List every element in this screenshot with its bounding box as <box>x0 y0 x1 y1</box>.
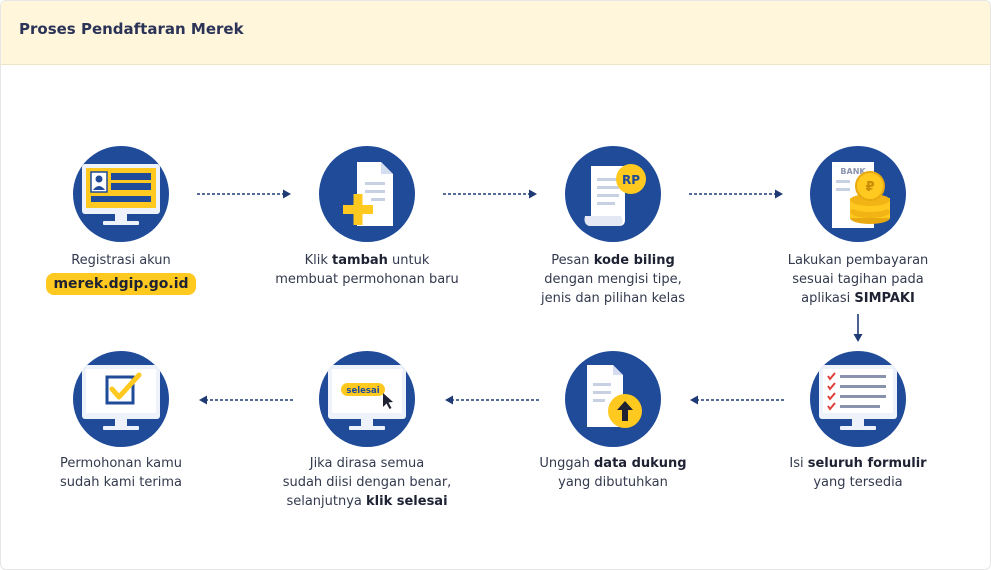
arrow-right-icon <box>443 189 537 199</box>
step-selesai-line2: sudah diisi dengan benar, <box>282 475 452 490</box>
billing-receipt-icon: RP <box>565 146 661 242</box>
step-formulir-line1: Isi seluruh formulir <box>748 454 968 473</box>
step-unggah-label: Unggah data dukung yang dibutuhkan <box>503 454 723 492</box>
add-document-icon <box>319 146 415 242</box>
bank-coins-icon: BANK ₽ <box>810 146 906 242</box>
step-tambah-text-c: untuk <box>387 253 430 268</box>
step-pembayaran-line1: Lakukan pembayaran <box>787 253 929 268</box>
step-pembayaran-line2: sesuai tagihan pada <box>792 272 924 287</box>
rp-badge-text: RP <box>622 173 640 187</box>
step-formulir-line2: yang tersedia <box>813 475 903 490</box>
step-formulir-text-a: Isi <box>789 456 808 471</box>
arrow-left-icon <box>445 395 539 405</box>
step-kode-biling-label: Pesan kode biling dengan mengisi tipe, j… <box>503 251 723 308</box>
arrow-left-icon <box>199 395 293 405</box>
step-pembayaran-line3: aplikasi SIMPAKI <box>748 289 968 308</box>
step-formulir-label: Isi seluruh formulir yang tersedia <box>748 454 968 492</box>
arrow-down-icon <box>853 314 863 342</box>
step-tambah-bold: tambah <box>332 253 388 268</box>
arrow-right-icon <box>197 189 291 199</box>
monitor-checkmark-icon <box>73 351 169 447</box>
step-unggah-text-a: Unggah <box>539 456 594 471</box>
step-kode-biling-line1: Pesan kode biling <box>503 251 723 270</box>
card-header: Proses Pendaftaran Merek <box>1 1 990 65</box>
step-registrasi-text: Registrasi akun <box>71 253 171 268</box>
step-unggah-line2: yang dibutuhkan <box>558 475 668 490</box>
step-kode-biling-bold: kode biling <box>593 253 675 268</box>
step-selesai-line1: Jika dirasa semua <box>309 456 425 471</box>
step-diterima-line2: sudah kami terima <box>60 475 182 490</box>
selesai-button-text: selesai <box>346 386 379 396</box>
step-pembayaran-label: Lakukan pembayaran sesuai tagihan pada a… <box>748 251 968 308</box>
monitor-id-card-icon <box>73 146 169 242</box>
step-kode-biling-text-a: Pesan <box>551 253 594 268</box>
step-registrasi-label: Registrasi akun merek.dgip.go.id <box>11 251 231 295</box>
monitor-selesai-button-icon: selesai <box>319 351 415 447</box>
step-tambah-label: Klik tambah untuk membuat permohonan bar… <box>257 251 477 289</box>
step-kode-biling-line2: dengan mengisi tipe, <box>544 272 682 287</box>
step-formulir-bold: seluruh formulir <box>807 456 927 471</box>
step-unggah-line1: Unggah data dukung <box>503 454 723 473</box>
step-selesai-label: Jika dirasa semua sudah diisi dengan ben… <box>257 454 477 511</box>
step-pembayaran-bold: SIMPAKI <box>854 291 915 306</box>
step-diterima-label: Permohonan kamu sudah kami terima <box>11 454 231 492</box>
site-url-badge: merek.dgip.go.id <box>46 273 196 295</box>
step-tambah-line2: membuat permohonan baru <box>275 272 459 287</box>
step-selesai-line3: selanjutnya klik selesai <box>257 492 477 511</box>
upload-document-icon <box>565 351 661 447</box>
arrow-left-icon <box>690 395 784 405</box>
step-selesai-text-a: selanjutnya <box>286 494 367 509</box>
step-kode-biling-line3: jenis dan pilihan kelas <box>540 291 686 306</box>
step-tambah-line1: Klik tambah untuk <box>257 251 477 270</box>
step-selesai-bold: klik selesai <box>366 494 448 509</box>
step-pembayaran-text-a: aplikasi <box>801 291 855 306</box>
bank-sign-text: BANK <box>840 167 866 176</box>
step-diterima-line1: Permohonan kamu <box>59 456 183 471</box>
arrow-right-icon <box>689 189 783 199</box>
svg-text:₽: ₽ <box>865 180 874 195</box>
page-title: Proses Pendaftaran Merek <box>19 20 244 38</box>
monitor-checklist-icon <box>810 351 906 447</box>
step-tambah-text-a: Klik <box>304 253 333 268</box>
step-unggah-bold: data dukung <box>593 456 687 471</box>
